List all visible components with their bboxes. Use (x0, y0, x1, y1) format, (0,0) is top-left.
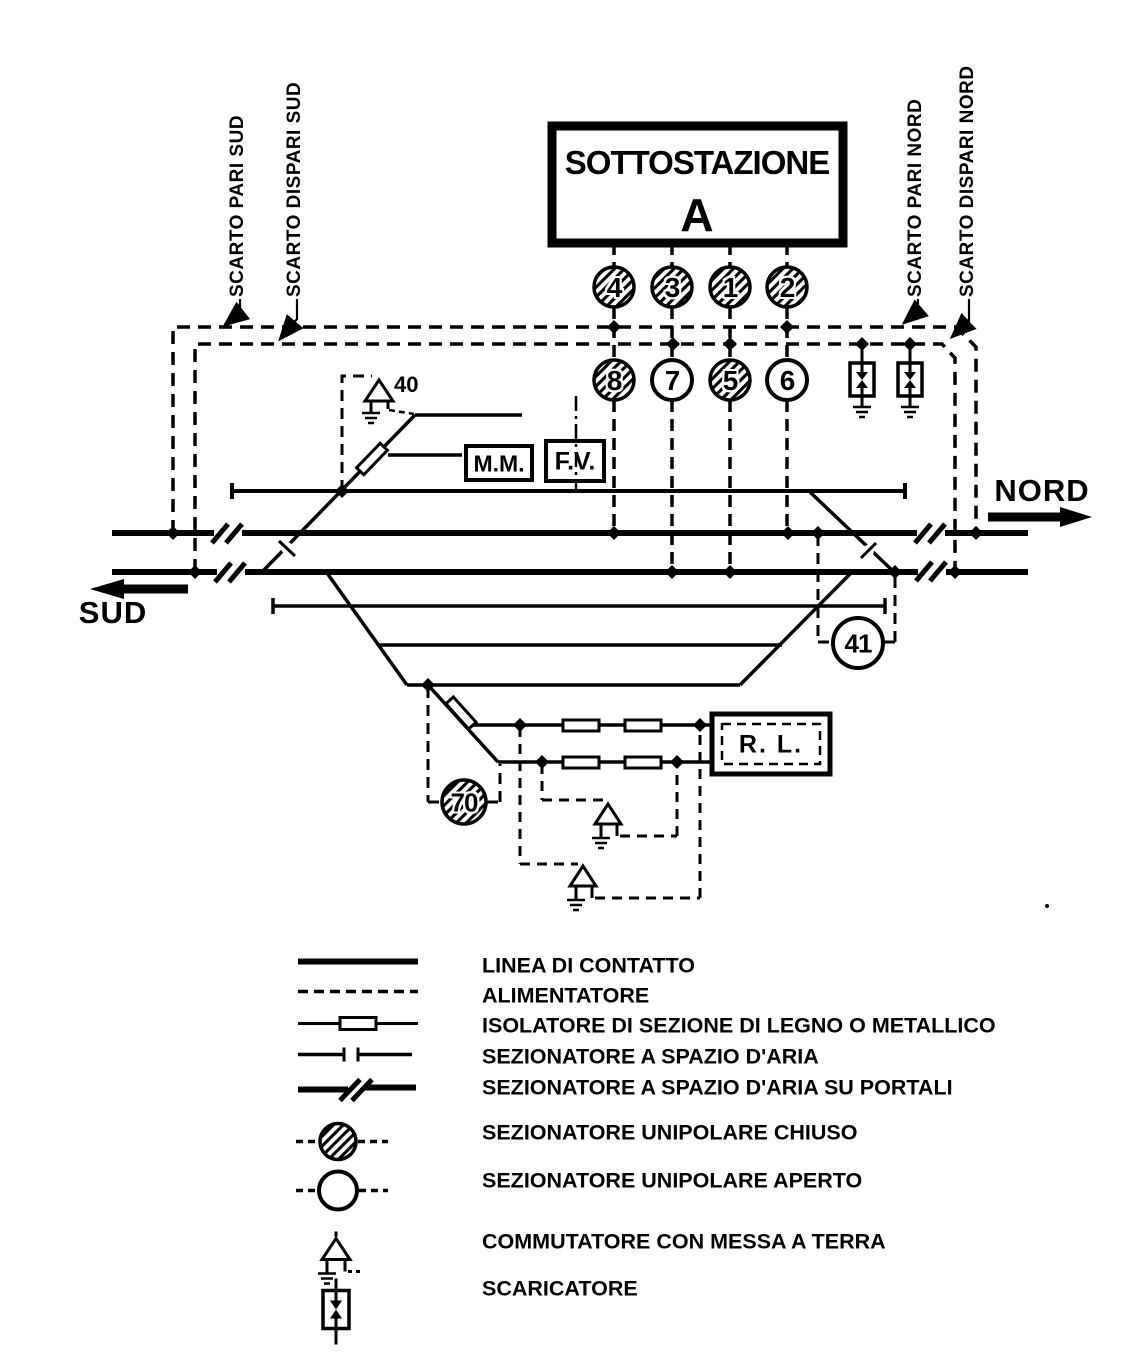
switch-2-number: 2 (779, 272, 796, 303)
mm-box (464, 444, 534, 482)
mm-label: M.M. (473, 450, 525, 477)
switch-41-open (831, 616, 885, 670)
switch-6-open (765, 358, 809, 402)
feeder-label-scarto-pari-sud: SCARTO PARI SUD (227, 114, 248, 297)
surge-arresters (848, 344, 924, 419)
switch-70-number: 70 (450, 787, 479, 818)
switch-40-number: 40 (394, 372, 419, 397)
switch-6-number: 6 (779, 365, 796, 396)
switch-7-open (650, 358, 694, 402)
switch-3-closed (650, 265, 694, 309)
substation-name: SOTTOSTAZIONE (564, 144, 830, 181)
switch-2-closed (765, 265, 809, 309)
earth-bypass-upper (540, 764, 679, 850)
bus-dispari (193, 342, 957, 572)
switch-7-number: 7 (664, 365, 681, 396)
switch-70-closed (440, 778, 488, 826)
bypass-41 (816, 535, 897, 670)
feeder-leaders (222, 299, 977, 342)
sud-arrow (90, 579, 188, 599)
junction-nodes (166, 320, 983, 769)
legend-item-linea-di-contatto: LINEA DI CONTATTO (298, 953, 695, 978)
legend-item-sezionatore-spazio-aria: SEZIONATORE A SPAZIO D'ARIA (298, 1044, 819, 1069)
switch-3-number: 3 (664, 272, 681, 303)
substation-box (547, 121, 848, 248)
switch-5-closed (708, 358, 752, 402)
portal-disconnectors (210, 522, 948, 584)
legend-item-scaricatore: SCARICATORE (296, 1277, 638, 1345)
legend-item-alimentatore: ALIMENTATORE (298, 983, 650, 1008)
legend-item-commutatore: COMMUTATORE CON MESSA A TERRA (296, 1230, 886, 1285)
bypass-70 (426, 687, 502, 826)
fv-box (544, 396, 606, 490)
bus-pari (171, 325, 978, 533)
air-gap-ticks (277, 539, 878, 560)
feeder-label-scarto-dispari-sud: SCARTO DISPARI SUD (284, 81, 305, 297)
nord-label: NORD (994, 473, 1090, 508)
substation-unit: A (680, 189, 714, 241)
rl-box (709, 711, 833, 777)
earth-switch-40 (340, 374, 415, 491)
switch-41-number: 41 (844, 628, 873, 659)
scaricatore-1 (848, 344, 876, 419)
switch-4-closed (592, 265, 636, 309)
scaricatore-2 (896, 344, 924, 419)
legend-item-sezionatore-chiuso: SEZIONATORE UNIPOLARE CHIUSO (296, 1121, 857, 1162)
switch-1-number: 1 (722, 272, 739, 303)
feeder-drop-lines (612, 243, 789, 572)
switch-1-closed (708, 265, 752, 309)
stray-dot (1045, 904, 1049, 908)
legend-item-sezionatore-portali: SEZIONATORE A SPAZIO D'ARIA SU PORTALI (296, 1076, 953, 1103)
switch-8-number: 8 (606, 365, 623, 396)
fv-label: F.V. (554, 447, 596, 476)
section-insulators (354, 441, 663, 770)
sud-label: SUD (78, 595, 148, 630)
legend-item-sezionatore-aperto: SEZIONATORE UNIPOLARE APERTO (296, 1169, 862, 1212)
feeder-label-scarto-dispari-nord: SCARTO DISPARI NORD (957, 65, 978, 297)
earth-bypass-lower (518, 727, 702, 912)
legend-item-isolatore: ISOLATORE DI SEZIONE DI LEGNO O METALLIC… (296, 1014, 996, 1039)
nord-arrow (988, 507, 1092, 527)
switch-4-number: 4 (606, 272, 623, 303)
switch-5-number: 5 (722, 365, 739, 396)
unipolar-switches (592, 265, 809, 402)
switch-8-closed (592, 358, 636, 402)
rl-label: R. L. (738, 730, 804, 759)
feeder-label-scarto-pari-nord: SCARTO PARI NORD (905, 98, 926, 297)
